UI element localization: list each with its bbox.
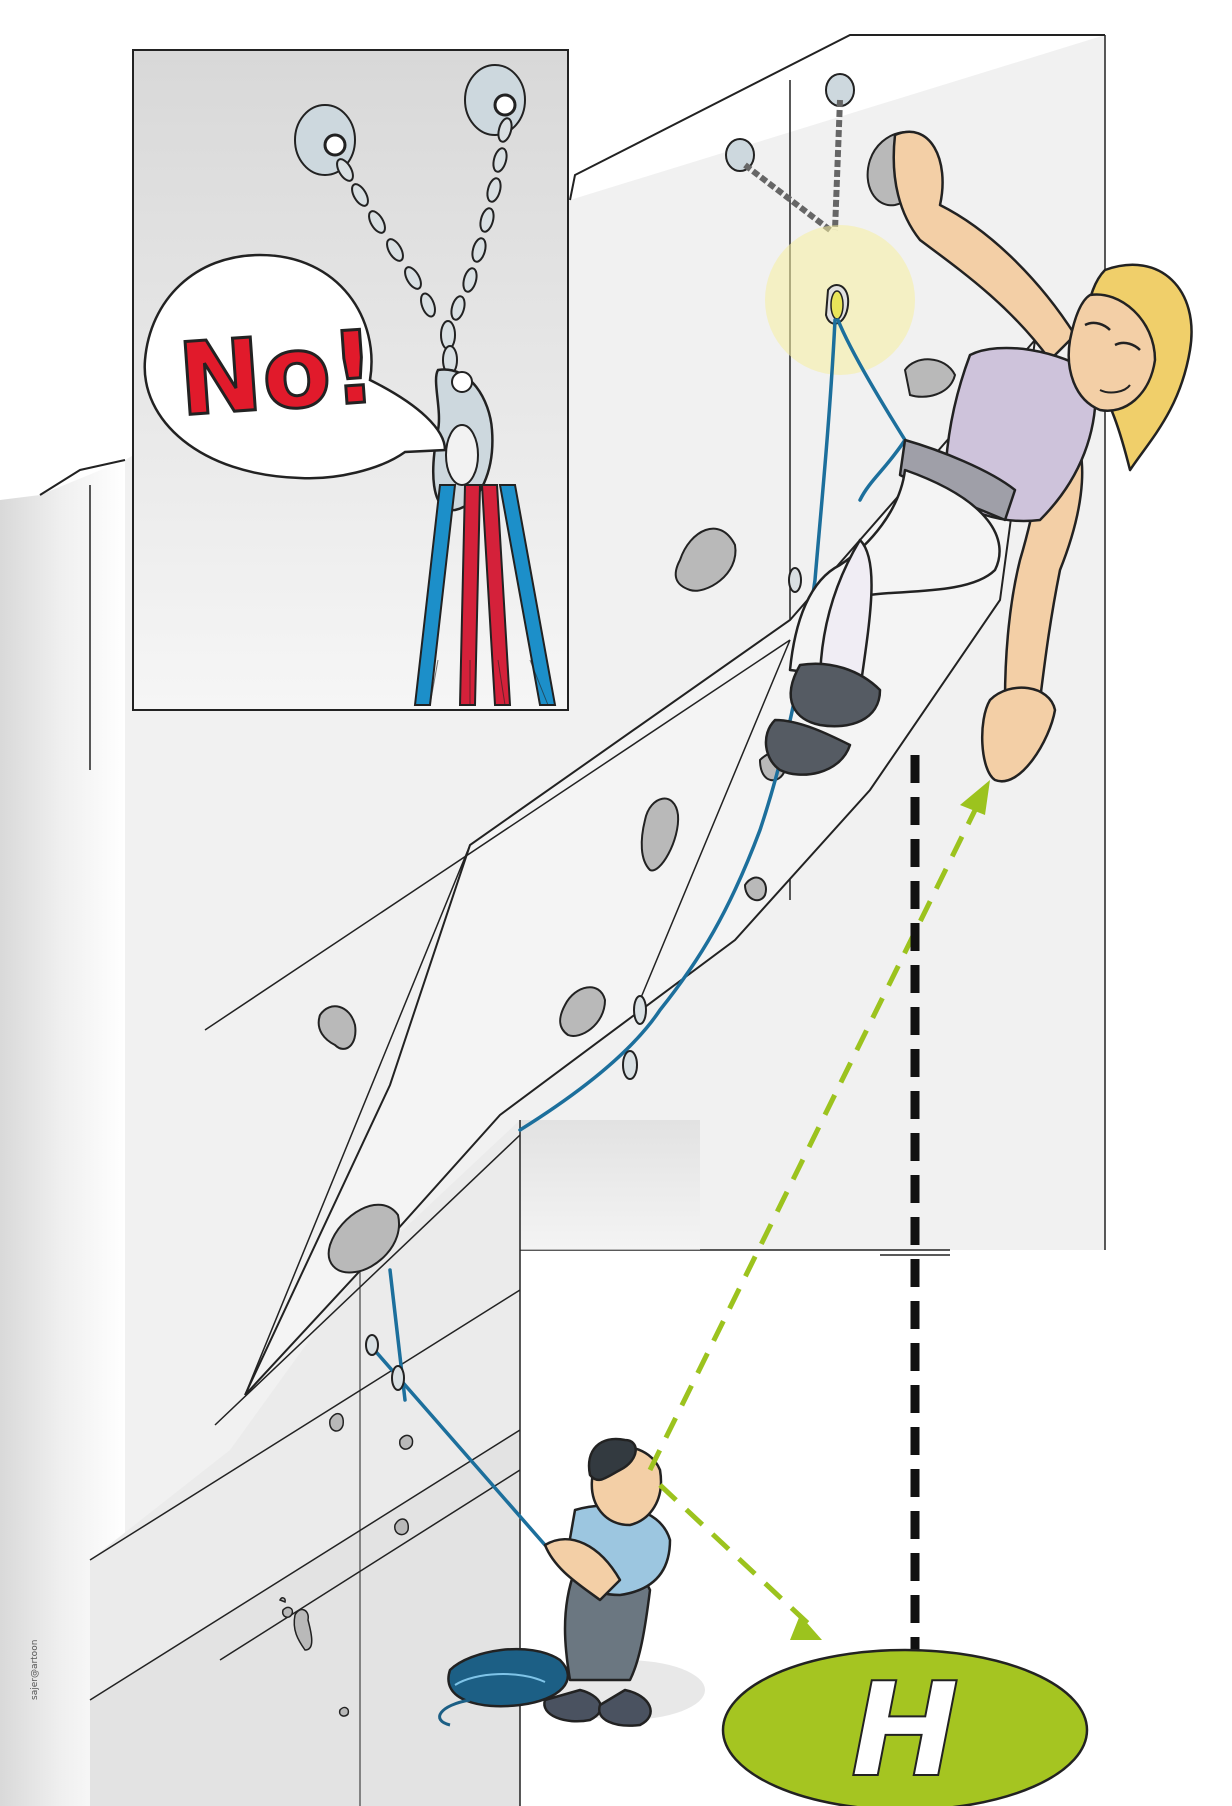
ground-marker: H (723, 1650, 1087, 1806)
anchor-bolt-right-icon (465, 65, 525, 135)
ground-marker-letter: H (851, 1654, 960, 1806)
artist-credit: sajer@artoon (30, 1640, 40, 1700)
no-warning-text: No! (174, 308, 380, 439)
inset-panel: No! (133, 50, 568, 710)
